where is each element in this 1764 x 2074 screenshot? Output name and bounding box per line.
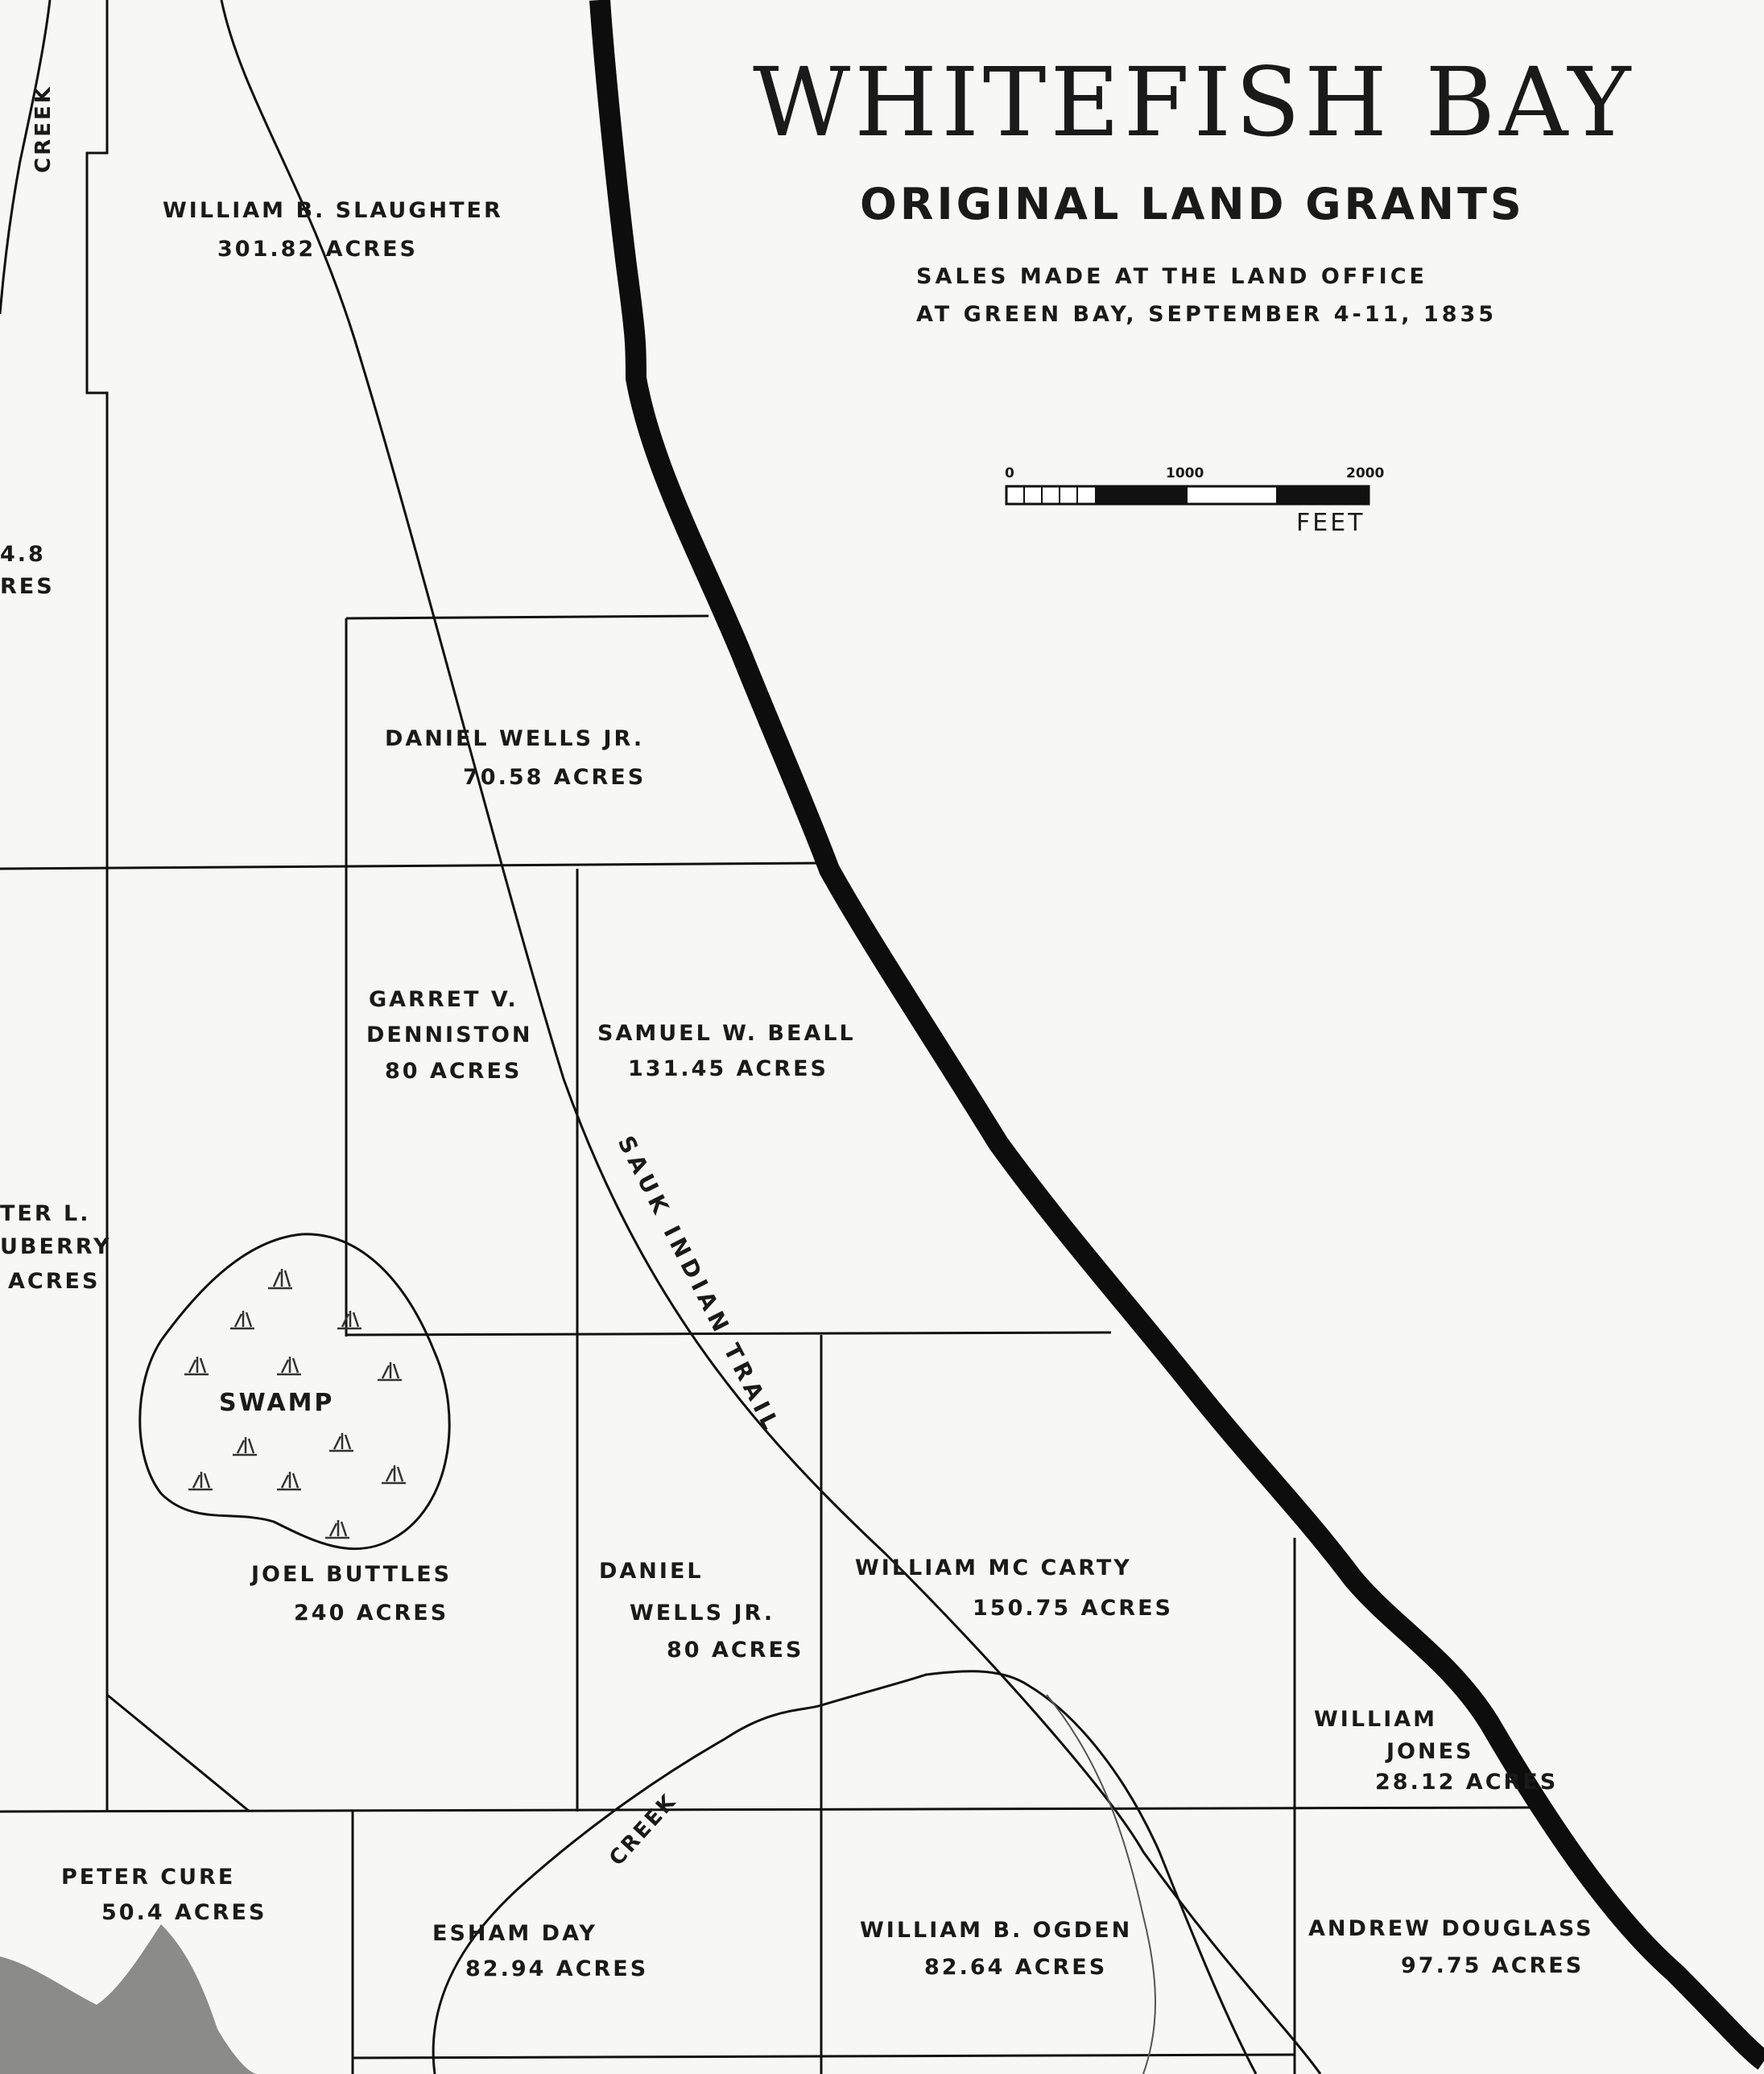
parcel-ogden-area: 82.64 ACRES xyxy=(924,1955,1108,1980)
parcel-west-partial-1-unit: RES xyxy=(0,574,55,599)
parcel-beall-area: 131.45 ACRES xyxy=(628,1056,828,1081)
marsh-tuft xyxy=(188,1472,213,1491)
swamp-outline xyxy=(138,1233,451,1551)
slaughter-west-boundary xyxy=(85,0,109,1812)
marsh-tuft xyxy=(277,1357,301,1376)
parcel-denniston-name1: GARRET V. xyxy=(369,987,518,1012)
parcel-slaughter-name: WILLIAM B. SLAUGHTER xyxy=(163,198,503,223)
parcel-cure-area: 50.4 ACRES xyxy=(101,1900,267,1925)
parcel-west-partial-2-name1: TER L. xyxy=(0,1201,91,1226)
marsh-tuft xyxy=(378,1362,402,1382)
parcel-jones-area: 28.12 ACRES xyxy=(1375,1770,1559,1795)
swamp-marsh-symbols xyxy=(184,1269,406,1539)
scale-tick-0: 0 xyxy=(1005,465,1014,481)
creek-south xyxy=(432,1670,1258,2074)
scale-unit: FEET xyxy=(1296,509,1365,537)
parcel-wells-north-name: DANIEL WELLS JR. xyxy=(385,726,645,751)
parcel-wells-south-area: 80 ACRES xyxy=(667,1638,804,1663)
parcel-west-partial-1-area: 4.8 xyxy=(0,542,46,567)
marsh-tuft xyxy=(277,1472,301,1491)
scale-bar-segment xyxy=(1276,486,1369,504)
sales-note-line2: AT GREEN BAY, SEPTEMBER 4-11, 1835 xyxy=(916,302,1498,327)
parcel-denniston-name2: DENNISTON xyxy=(366,1023,533,1047)
marsh-tuft xyxy=(268,1269,292,1290)
parcel-beall-name: SAMUEL W. BEALL xyxy=(597,1021,856,1046)
lake-shoreline xyxy=(589,0,1764,2070)
scale-bar-segment xyxy=(1095,486,1188,504)
parcel-day-name: ESHAM DAY xyxy=(432,1921,597,1946)
boundary-line xyxy=(0,861,826,870)
parcel-douglass-name: ANDREW DOUGLASS xyxy=(1308,1916,1594,1941)
parcel-denniston-area: 80 ACRES xyxy=(385,1059,523,1084)
map-subtitle: ORIGINAL LAND GRANTS xyxy=(860,179,1525,229)
parcel-mccarty-area: 150.75 ACRES xyxy=(973,1596,1173,1621)
parcel-boundaries xyxy=(0,0,1531,2074)
marsh-tuft xyxy=(325,1520,349,1539)
parcel-cure-name: PETER CURE xyxy=(61,1865,236,1890)
parcel-jones-name2: JONES xyxy=(1386,1739,1474,1764)
sauk-indian-trail-line xyxy=(220,0,1322,2074)
parcel-buttles-name: JOEL BUTTLES xyxy=(251,1562,452,1587)
scale-tick-1000: 1000 xyxy=(1166,465,1204,481)
parcel-west-partial-2-area: ACRES xyxy=(8,1269,101,1294)
creek-nw xyxy=(0,0,52,315)
parcel-jones-name1: WILLIAM xyxy=(1314,1707,1438,1732)
marsh-tuft xyxy=(233,1437,257,1456)
parcel-douglass-area: 97.75 ACRES xyxy=(1401,1953,1584,1978)
parcel-day-area: 82.94 ACRES xyxy=(465,1956,649,1981)
marsh-tuft xyxy=(337,1311,361,1330)
sales-note-line1: SALES MADE AT THE LAND OFFICE xyxy=(916,264,1427,289)
boundary-line xyxy=(0,1806,1531,1813)
parcel-wells-south-name1: DANIEL xyxy=(599,1559,704,1584)
parcel-west-partial-2-name2: UBERRY xyxy=(0,1234,112,1259)
parcel-mccarty-name: WILLIAM MC CARTY xyxy=(855,1556,1132,1580)
boundary-line xyxy=(106,1693,250,1813)
scale-tick-2000: 2000 xyxy=(1346,465,1385,481)
parcel-slaughter-area: 301.82 ACRES xyxy=(217,237,418,262)
marsh-tuft xyxy=(184,1357,209,1376)
swamp-label: SWAMP xyxy=(219,1389,335,1417)
parcel-ogden-name: WILLIAM B. OGDEN xyxy=(860,1918,1133,1943)
parcel-buttles-area: 240 ACRES xyxy=(294,1601,449,1626)
scale-bar xyxy=(1005,485,1370,506)
marsh-tuft xyxy=(382,1465,406,1485)
parcel-wells-north-area: 70.58 ACRES xyxy=(463,765,647,790)
marsh-tuft xyxy=(329,1433,353,1452)
map-title: WHITEFISH BAY xyxy=(753,47,1635,158)
creek-south-branch xyxy=(1046,1694,1156,2074)
creek-nw-label: CREEK xyxy=(31,85,56,173)
river-area xyxy=(0,1924,258,2074)
boundary-line xyxy=(345,614,709,620)
boundary-line xyxy=(352,2053,1295,2060)
marsh-tuft xyxy=(230,1311,254,1330)
boundary-line xyxy=(345,1331,1112,1337)
sauk-indian-trail-label: SAUK INDIAN TRAIL xyxy=(613,1131,787,1437)
creek-south-label: CREEK xyxy=(605,1789,682,1871)
parcel-wells-south-name2: WELLS JR. xyxy=(630,1601,775,1626)
